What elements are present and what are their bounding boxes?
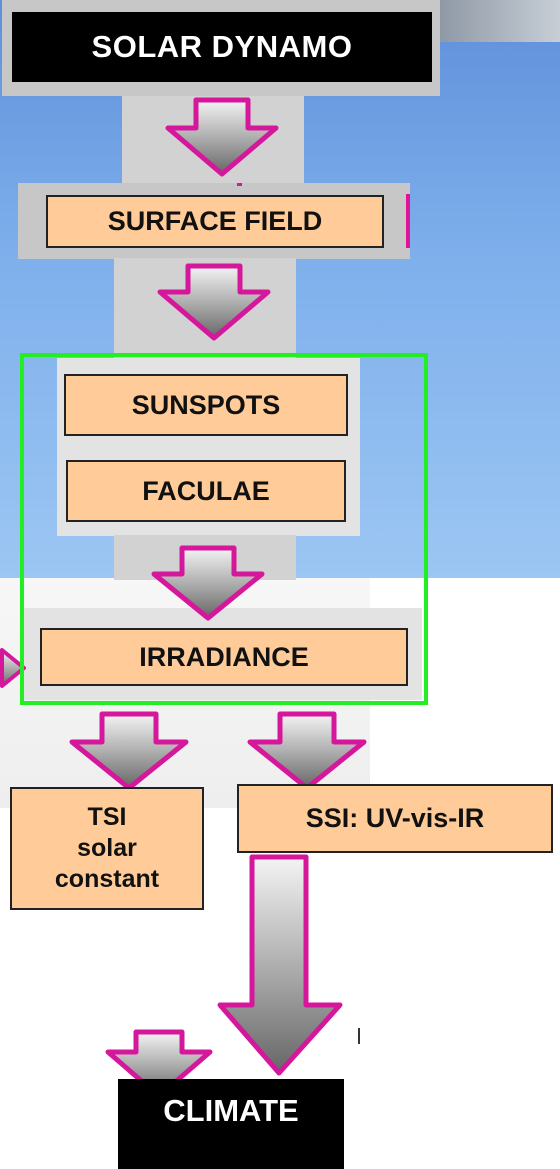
- arrow-faculae-to-irradiance: [151, 545, 265, 621]
- ssi-label: SSI: UV-vis-IR: [305, 803, 485, 833]
- faculae-label: FACULAE: [142, 475, 270, 506]
- solar-dynamo-box: SOLAR DYNAMO: [12, 12, 432, 82]
- arrow-irradiance-to-tsi: [69, 711, 189, 791]
- arrow-irradiance-to-ssi: [247, 711, 367, 791]
- highlight-frame: [20, 353, 428, 705]
- sunspots-box: SUNSPOTS: [64, 374, 348, 436]
- ssi-box: SSI: UV-vis-IR: [237, 784, 553, 853]
- arrow-tsi-to-climate: [105, 1029, 213, 1099]
- arrow-surface-to-spots: [157, 263, 271, 341]
- tsi-label: TSI: [87, 802, 127, 831]
- arrow-ssi-to-climate: [217, 854, 343, 1076]
- surface-field-label: SURFACE FIELD: [107, 206, 323, 236]
- solar-dynamo-label: SOLAR DYNAMO: [91, 29, 353, 64]
- arrow-dynamo-to-surface: [165, 97, 279, 177]
- edge-mark: [237, 183, 242, 186]
- climate-label: CLIMATE: [163, 1093, 299, 1128]
- tsi-constant-label: constant: [54, 865, 160, 894]
- irradiance-label: IRRADIANCE: [139, 641, 309, 672]
- tsi-solar-label: solar: [77, 833, 137, 862]
- tick-mark: [358, 1028, 360, 1044]
- climate-box: CLIMATE: [118, 1079, 344, 1169]
- tsi-box: TSI solar constant: [10, 787, 204, 910]
- edge-mark: [406, 194, 410, 248]
- faculae-box: FACULAE: [66, 460, 346, 522]
- arrow-side-pointer: [0, 648, 26, 688]
- sunspots-label: SUNSPOTS: [131, 389, 281, 420]
- surface-field-box: SURFACE FIELD: [46, 195, 384, 248]
- irradiance-box: IRRADIANCE: [40, 628, 408, 686]
